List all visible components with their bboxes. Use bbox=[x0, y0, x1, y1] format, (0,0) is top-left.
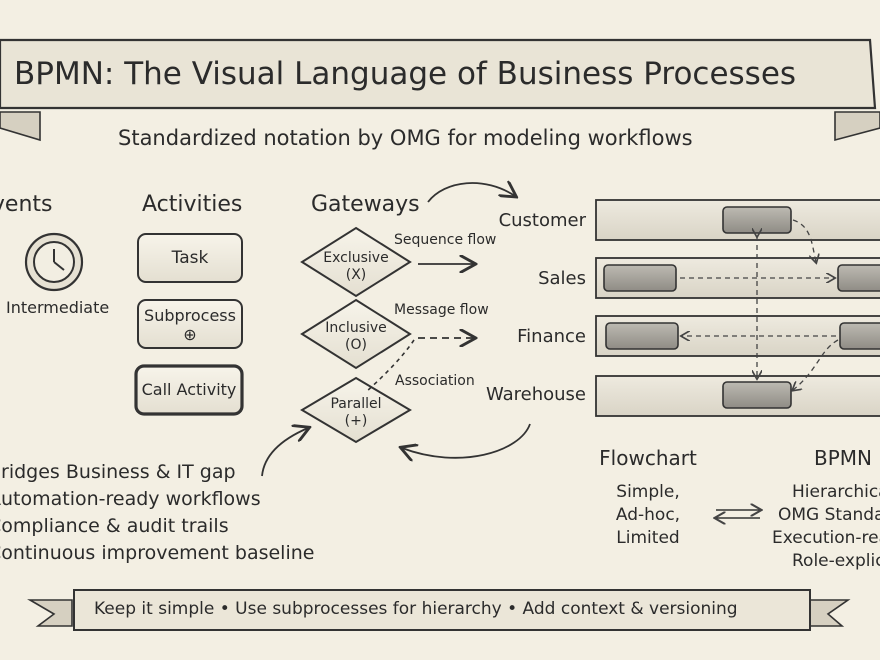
task-label: Task bbox=[171, 248, 209, 268]
lane-label-customer: Customer bbox=[498, 210, 586, 231]
inclusive-label: Inclusive bbox=[325, 320, 387, 336]
sequence-flow-label: Sequence flow bbox=[394, 232, 497, 248]
inclusive-gateway bbox=[300, 298, 412, 370]
benefit-item: Bridges Business & IT gap bbox=[0, 461, 236, 483]
parallel-marker: (+) bbox=[344, 413, 368, 429]
compare-double-arrow bbox=[716, 510, 760, 518]
flowchart-item: Ad-hoc, bbox=[615, 505, 681, 525]
page-subtitle: Standardized notation by OMG for modelin… bbox=[118, 126, 693, 150]
lane-label-finance: Finance bbox=[517, 326, 586, 347]
curved-arrow-left bbox=[261, 428, 308, 477]
bpmn-item: Hierarchical, bbox=[792, 482, 880, 502]
intermediate-label: Intermediate bbox=[6, 298, 110, 317]
gateways-heading: Gateways bbox=[311, 192, 420, 217]
flowchart-item: Simple, bbox=[616, 482, 680, 502]
subprocess-label: Subprocess bbox=[144, 306, 236, 325]
association-label: Association bbox=[395, 373, 475, 389]
message-flow-label: Message flow bbox=[394, 302, 489, 318]
bpmn-item: Execution-ready, bbox=[772, 528, 880, 548]
inclusive-marker: (O) bbox=[345, 337, 367, 353]
flowchart-item: Limited bbox=[616, 528, 680, 548]
parallel-gateway bbox=[300, 376, 412, 444]
task-box bbox=[137, 233, 243, 283]
curved-arrow-top bbox=[427, 183, 515, 203]
lane-tasks bbox=[603, 206, 880, 409]
intermediate-timer-event bbox=[24, 232, 84, 292]
call-activity-box bbox=[134, 364, 244, 416]
lane-flows bbox=[680, 219, 839, 390]
benefit-item: Automation-ready workflows bbox=[0, 488, 261, 510]
activities-heading: Activities bbox=[142, 192, 243, 217]
footer-ribbon bbox=[27, 589, 851, 631]
subprocess-box bbox=[137, 299, 243, 349]
flowchart-heading: Flowchart bbox=[599, 446, 697, 470]
parallel-label: Parallel bbox=[330, 396, 382, 412]
call-activity-label: Call Activity bbox=[141, 380, 237, 399]
exclusive-gateway bbox=[300, 226, 412, 298]
bpmn-item: OMG Standard, bbox=[778, 505, 880, 525]
title-banner bbox=[0, 38, 880, 142]
page-title: BPMN: The Visual Language of Business Pr… bbox=[14, 56, 797, 92]
benefit-item: Continuous improvement baseline bbox=[0, 542, 315, 564]
bpmn-item: Role-explicit bbox=[792, 551, 880, 571]
exclusive-marker: (X) bbox=[345, 267, 367, 283]
exclusive-label: Exclusive bbox=[323, 250, 389, 266]
benefit-item: Compliance & audit trails bbox=[0, 515, 229, 537]
events-heading: Events bbox=[0, 192, 53, 217]
bpmn-heading: BPMN bbox=[814, 446, 872, 470]
lane-label-sales: Sales bbox=[538, 268, 586, 289]
footer-tips: Keep it simple • Use subprocesses for hi… bbox=[94, 599, 738, 619]
lane-label-warehouse: Warehouse bbox=[485, 384, 586, 405]
subprocess-marker-icon: ⊕ bbox=[183, 325, 197, 344]
curved-arrow-bottom bbox=[402, 423, 531, 458]
